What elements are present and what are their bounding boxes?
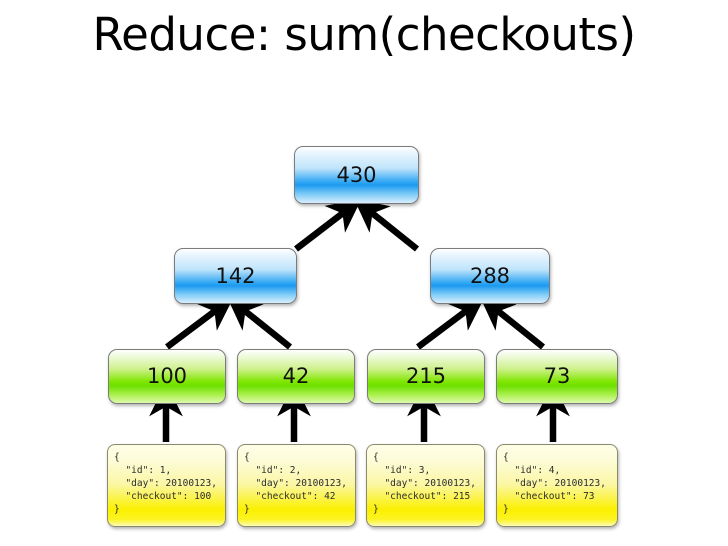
json-document-text: { "id": 1, "day": 20100123, "checkout": … [114, 452, 217, 515]
json-document-3[interactable]: { "id": 3, "day": 20100123, "checkout": … [366, 444, 485, 527]
tree-node-sum-right[interactable]: 288 [430, 248, 550, 304]
tree-node-value: 100 [146, 364, 188, 388]
tree-node-value: 288 [469, 263, 511, 288]
tree-node-value: 430 [336, 162, 377, 187]
tree-leaf-2[interactable]: 42 [237, 349, 355, 404]
edge-215-to-288 [416, 296, 485, 350]
json-document-text: { "id": 3, "day": 20100123, "checkout": … [373, 452, 476, 515]
tree-node-sum-left[interactable]: 142 [174, 248, 297, 304]
tree-node-value: 215 [405, 364, 447, 388]
edge-142-to-430 [294, 198, 362, 252]
json-document-1[interactable]: { "id": 1, "day": 20100123, "checkout": … [107, 444, 226, 527]
page-title: Reduce: sum(checkouts) [92, 8, 636, 61]
json-document-4[interactable]: { "id": 4, "day": 20100123, "checkout": … [496, 444, 618, 527]
tree-node-value: 142 [215, 263, 256, 288]
edge-42-to-142 [226, 296, 293, 350]
tree-node-value: 73 [543, 364, 571, 388]
tree-node-root[interactable]: 430 [294, 146, 419, 204]
json-document-text: { "id": 2, "day": 20100123, "checkout": … [244, 452, 347, 515]
tree-leaf-4[interactable]: 73 [496, 349, 618, 404]
json-document-text: { "id": 4, "day": 20100123, "checkout": … [503, 452, 606, 515]
tree-leaf-3[interactable]: 215 [367, 349, 485, 404]
json-document-2[interactable]: { "id": 2, "day": 20100123, "checkout": … [237, 444, 356, 527]
edge-73-to-288 [479, 296, 546, 350]
tree-node-value: 42 [282, 364, 310, 388]
edge-100-to-142 [165, 296, 234, 350]
edge-288-to-430 [353, 198, 420, 252]
tree-leaf-1[interactable]: 100 [108, 349, 226, 404]
